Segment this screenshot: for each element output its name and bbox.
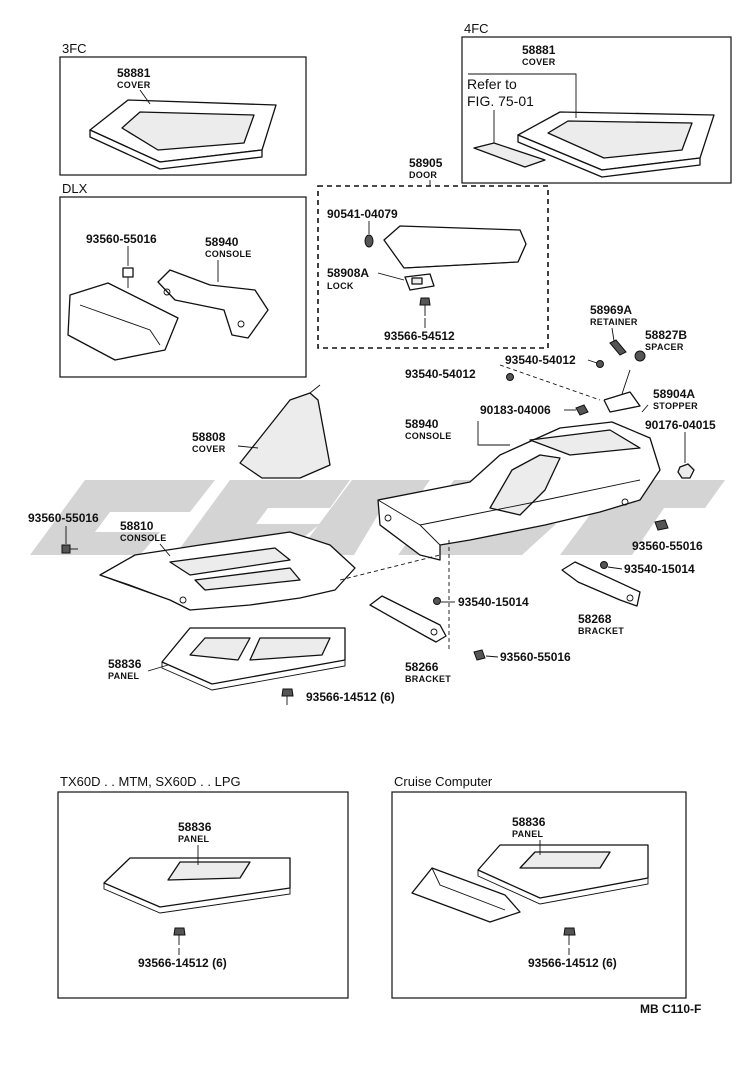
label-58940-console: 58940 bbox=[405, 417, 439, 431]
section-box-tx60d bbox=[57, 791, 349, 999]
label-58836-cc: 58836 bbox=[512, 815, 546, 829]
label-58904a: 58904A bbox=[653, 387, 695, 401]
label-93566-14512-cc: 93566-14512 (6) bbox=[528, 956, 617, 970]
label-58266: 58266 bbox=[405, 660, 439, 674]
section-box-3fc bbox=[59, 56, 307, 176]
nut-icon bbox=[677, 463, 695, 479]
screw-15014-r-icon bbox=[600, 561, 608, 569]
section-box-dlx bbox=[59, 196, 307, 378]
section-box-4fc bbox=[461, 36, 732, 184]
lock-screw-icon bbox=[419, 297, 431, 316]
screw-b-icon bbox=[506, 373, 514, 381]
tx-screw-icon bbox=[173, 927, 186, 945]
label-stopper: STOPPER bbox=[653, 401, 698, 411]
label-cover-boot: COVER bbox=[192, 444, 226, 454]
section-box-cruise bbox=[391, 791, 687, 999]
label-58969a: 58969A bbox=[590, 303, 632, 317]
label-58268: 58268 bbox=[578, 612, 612, 626]
door-screw-icon bbox=[364, 234, 374, 248]
label-58881-4fc: 58881 bbox=[522, 43, 556, 57]
spacer-icon bbox=[634, 350, 646, 362]
shift-boot-drawing bbox=[239, 384, 331, 479]
left-bolt-icon bbox=[61, 544, 78, 554]
panel-main-drawing bbox=[161, 627, 346, 691]
door-group-box bbox=[317, 185, 549, 349]
bracket-58268-drawing bbox=[561, 561, 641, 607]
section-label-tx60d: TX60D . . MTM, SX60D . . LPG bbox=[60, 774, 241, 789]
figure-code: MB C110-F bbox=[640, 1002, 701, 1016]
label-58808: 58808 bbox=[192, 430, 226, 444]
label-58836-tx: 58836 bbox=[178, 820, 212, 834]
label-93560-55016-dlx: 93560-55016 bbox=[86, 232, 157, 246]
cruise-computer-drawing bbox=[411, 867, 521, 923]
label-58940-dlx: 58940 bbox=[205, 235, 239, 249]
label-93540-15014-center: 93540-15014 bbox=[458, 595, 529, 609]
screw-a-icon bbox=[596, 360, 604, 368]
cc-panel-drawing bbox=[477, 844, 649, 905]
bracket-58266-drawing bbox=[369, 595, 447, 643]
label-93540-54012-a: 93540-54012 bbox=[505, 353, 576, 367]
label-door: DOOR bbox=[409, 170, 437, 180]
label-console-main: CONSOLE bbox=[405, 431, 452, 441]
label-cover-3fc: COVER bbox=[117, 80, 151, 90]
label-console-lower: CONSOLE bbox=[120, 533, 167, 543]
label-58905: 58905 bbox=[409, 156, 443, 170]
door-drawing bbox=[383, 225, 527, 269]
label-93566-14512-tx: 93566-14512 (6) bbox=[138, 956, 227, 970]
label-58881-3fc: 58881 bbox=[117, 66, 151, 80]
dlx-console-drawing bbox=[67, 269, 269, 361]
section-label-4fc: 4FC bbox=[464, 21, 489, 36]
label-panel-cc: PANEL bbox=[512, 829, 544, 839]
label-58827b: 58827B bbox=[645, 328, 687, 342]
cover-4fc-drawing bbox=[473, 111, 715, 178]
label-console-dlx: CONSOLE bbox=[205, 249, 252, 259]
label-93560-55016-center: 93560-55016 bbox=[500, 650, 571, 664]
label-58908a: 58908A bbox=[327, 266, 369, 280]
label-93540-15014-right: 93540-15014 bbox=[624, 562, 695, 576]
label-90176-04015: 90176-04015 bbox=[645, 418, 716, 432]
clip-icon bbox=[575, 404, 589, 416]
main-console-drawing bbox=[377, 421, 661, 561]
label-93566-14512-main: 93566-14512 (6) bbox=[306, 690, 395, 704]
refer-line-2: FIG. 75-01 bbox=[467, 93, 534, 109]
refer-line-1: Refer to bbox=[467, 76, 517, 92]
label-58836-main: 58836 bbox=[108, 657, 142, 671]
tx-panel-drawing bbox=[103, 857, 291, 914]
section-label-dlx: DLX bbox=[62, 181, 88, 196]
cover-3fc-drawing bbox=[89, 99, 277, 170]
section-label-cruise: Cruise Computer bbox=[394, 774, 493, 789]
label-lock: LOCK bbox=[327, 281, 354, 291]
cc-screw-icon bbox=[563, 927, 576, 945]
label-bracket-r: BRACKET bbox=[578, 626, 624, 636]
lock-icon bbox=[404, 273, 435, 291]
lower-console-drawing bbox=[99, 531, 356, 611]
label-93540-54012-b: 93540-54012 bbox=[405, 367, 476, 381]
label-spacer: SPACER bbox=[645, 342, 684, 352]
retainer-icon bbox=[609, 339, 627, 356]
label-90541-04079: 90541-04079 bbox=[327, 207, 398, 221]
right-bolt-icon bbox=[654, 519, 669, 531]
label-58810: 58810 bbox=[120, 519, 154, 533]
section-label-3fc: 3FC bbox=[62, 41, 87, 56]
label-93560-55016-right: 93560-55016 bbox=[632, 539, 703, 553]
panel-screw-icon bbox=[281, 688, 294, 705]
dlx-bolt-icon bbox=[122, 267, 134, 288]
label-90183-04006: 90183-04006 bbox=[480, 403, 551, 417]
stopper-drawing bbox=[603, 369, 649, 413]
label-cover-4fc: COVER bbox=[522, 57, 556, 67]
label-bracket-c: BRACKET bbox=[405, 674, 451, 684]
screw-15014-c-icon bbox=[433, 597, 441, 605]
bolt-55016-c-icon bbox=[473, 649, 486, 661]
label-93566-54512: 93566-54512 bbox=[384, 329, 455, 343]
label-retainer: RETAINER bbox=[590, 317, 638, 327]
label-93560-55016-left: 93560-55016 bbox=[28, 511, 99, 525]
label-panel-tx: PANEL bbox=[178, 834, 210, 844]
label-panel-main: PANEL bbox=[108, 671, 140, 681]
